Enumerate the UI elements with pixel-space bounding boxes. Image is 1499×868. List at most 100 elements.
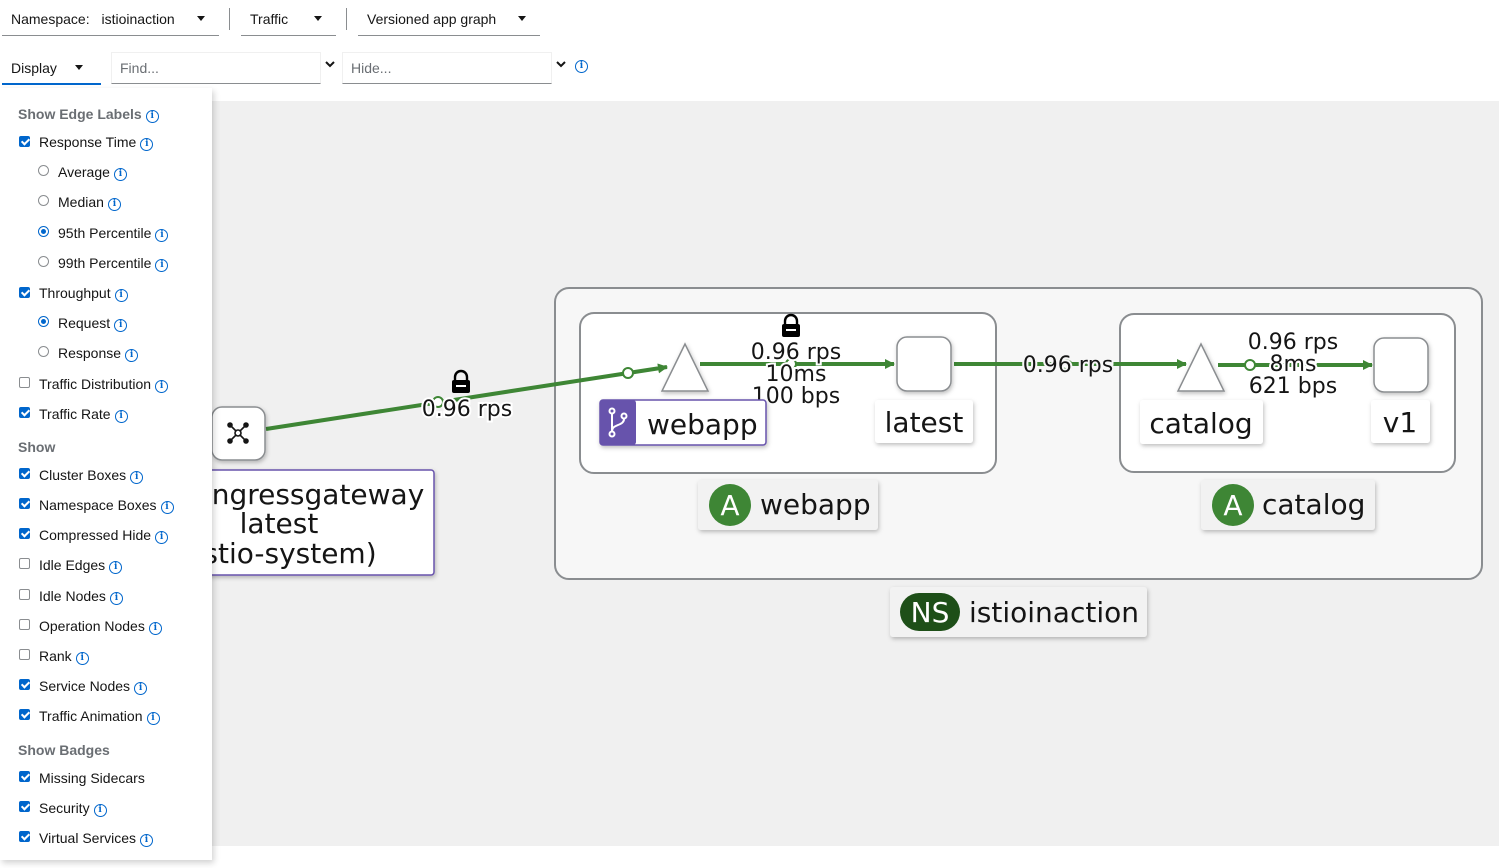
- p95-radio[interactable]: [38, 226, 49, 237]
- gateway-namespace: stio-system): [203, 537, 376, 570]
- info-icon[interactable]: i: [155, 259, 169, 272]
- catalog-v1-label[interactable]: [1371, 400, 1430, 443]
- throughput-checkbox[interactable]: [19, 287, 30, 298]
- missing-sidecars-checkbox[interactable]: [19, 771, 30, 782]
- median-radio[interactable]: [38, 195, 49, 206]
- info-icon[interactable]: i: [113, 168, 127, 181]
- toolbar-divider: [346, 8, 347, 30]
- info-icon[interactable]: i: [114, 410, 128, 423]
- cluster-boxes-checkbox[interactable]: [19, 468, 30, 479]
- info-icon[interactable]: i: [155, 380, 169, 393]
- caret-down-icon: [75, 65, 83, 70]
- app-badge-letter: A: [720, 489, 739, 522]
- graph-type-dropdown[interactable]: Versioned app graph: [358, 2, 540, 36]
- info-icon[interactable]: i: [155, 229, 169, 242]
- webapp-service-node[interactable]: [660, 342, 710, 392]
- security-checkbox[interactable]: [19, 801, 30, 812]
- namespace-value: istioinaction: [101, 11, 175, 27]
- traffic-rate-checkbox[interactable]: [19, 407, 30, 418]
- webapp-app-name: webapp: [760, 488, 871, 521]
- info-icon[interactable]: i: [148, 622, 162, 635]
- app-badge: [1212, 484, 1254, 526]
- traffic-dot: [1060, 358, 1072, 370]
- traffic-animation-checkbox[interactable]: [19, 709, 30, 720]
- info-icon[interactable]: i: [140, 138, 154, 151]
- average-radio[interactable]: [38, 165, 49, 176]
- rank-checkbox[interactable]: [19, 649, 30, 660]
- traffic-distribution-checkbox[interactable]: [19, 377, 30, 388]
- operation-nodes-checkbox[interactable]: [19, 619, 30, 630]
- edge-label-bps: 100 bps: [752, 384, 840, 409]
- info-icon[interactable]: i: [146, 712, 160, 725]
- caret-down-icon: [314, 16, 322, 21]
- find-input[interactable]: Find...: [111, 52, 321, 84]
- info-icon[interactable]: i: [75, 652, 89, 665]
- info-icon[interactable]: i: [114, 289, 128, 302]
- caret-down-icon: [197, 16, 205, 21]
- info-icon[interactable]: i: [130, 471, 144, 484]
- info-icon[interactable]: i: [107, 198, 121, 211]
- webapp-latest-node[interactable]: [896, 336, 952, 392]
- response-time-checkbox[interactable]: [19, 136, 30, 147]
- info-icon[interactable]: i: [109, 592, 123, 605]
- p99-radio[interactable]: [38, 256, 49, 267]
- ingress-gateway-icon: [227, 422, 249, 444]
- response-radio[interactable]: [38, 346, 49, 357]
- hide-dropdown-toggle[interactable]: [555, 58, 567, 73]
- info-icon[interactable]: i: [160, 501, 174, 514]
- hide-placeholder: Hide...: [351, 60, 392, 76]
- info-icon[interactable]: i: [125, 349, 139, 362]
- lock-icon: [452, 369, 470, 393]
- namespace-dropdown[interactable]: Namespace: istioinaction: [2, 2, 219, 36]
- lock-icon: [782, 313, 800, 337]
- webapp-latest-label[interactable]: [875, 400, 973, 443]
- catalog-v1-node[interactable]: [1373, 337, 1429, 393]
- idle-edges-checkbox[interactable]: [19, 558, 30, 569]
- webapp-service-name: webapp: [647, 408, 758, 441]
- request-radio[interactable]: [38, 316, 49, 327]
- edge-label-rps: 0.96 rps: [751, 340, 841, 365]
- service-nodes-checkbox[interactable]: [19, 679, 30, 690]
- edge-gateway-webapp[interactable]: [265, 363, 668, 431]
- missing-sidecars-label: Missing Sidecars: [39, 770, 145, 786]
- compressed-hide-checkbox[interactable]: [19, 528, 30, 539]
- info-icon[interactable]: i: [114, 319, 128, 332]
- virtual-services-checkbox[interactable]: [19, 831, 30, 842]
- catalog-service-label[interactable]: [1140, 400, 1263, 444]
- traffic-label: Traffic: [250, 11, 289, 27]
- traffic-dot: [1244, 359, 1256, 371]
- info-icon[interactable]: i: [140, 834, 154, 847]
- find-dropdown-toggle[interactable]: [324, 58, 336, 73]
- info-icon[interactable]: i: [93, 804, 107, 817]
- chevron-down-icon: [325, 61, 335, 68]
- namespace-boxes-checkbox[interactable]: [19, 498, 30, 509]
- virtual-service-badge: [600, 400, 636, 445]
- branch-icon: [608, 407, 628, 438]
- info-icon[interactable]: i: [575, 60, 588, 73]
- info-icon[interactable]: i: [134, 682, 148, 695]
- info-icon[interactable]: i: [109, 561, 123, 574]
- info-icon[interactable]: i: [155, 531, 169, 544]
- idle-nodes-checkbox[interactable]: [19, 589, 30, 600]
- catalog-service-node[interactable]: [1176, 342, 1226, 392]
- hide-input[interactable]: Hide...: [342, 52, 552, 84]
- display-dropdown[interactable]: Display: [2, 51, 101, 85]
- edge-label-rps: 0.96 rps: [422, 397, 512, 422]
- info-icon[interactable]: i: [145, 110, 159, 123]
- traffic-dropdown[interactable]: Traffic: [241, 2, 336, 36]
